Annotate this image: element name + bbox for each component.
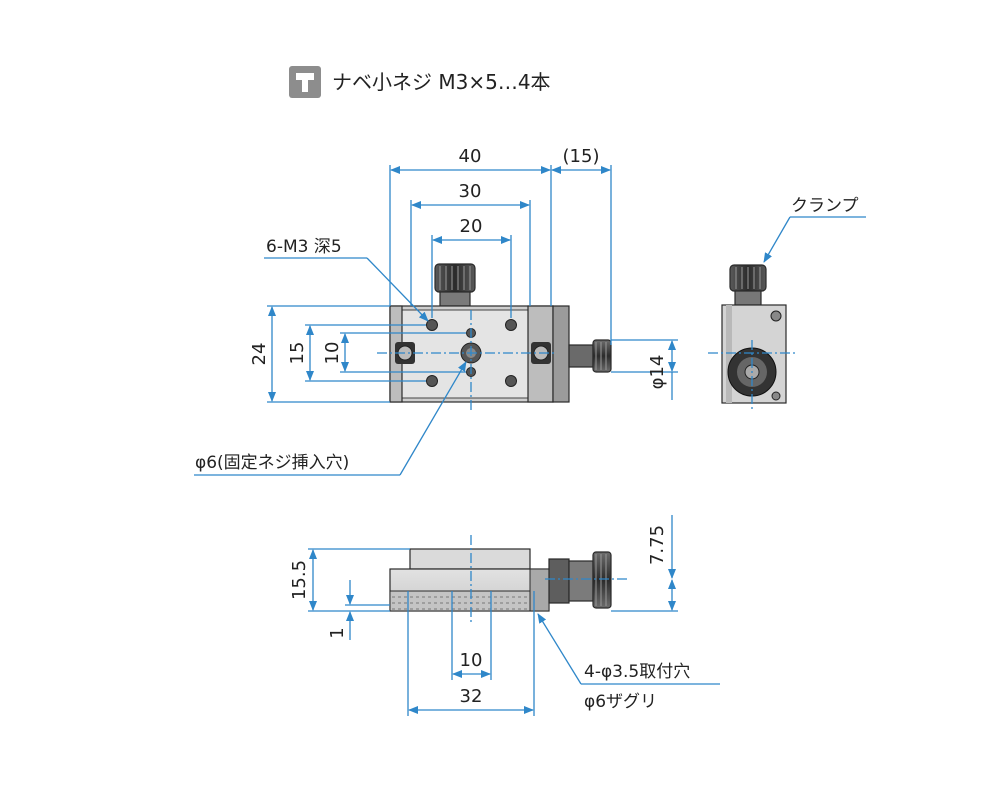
dim-15: 15: [287, 342, 308, 365]
front-knob: [548, 551, 612, 609]
side-view: クランプ: [708, 196, 866, 410]
dim-front-10: 10: [460, 650, 483, 671]
dim-20: 20: [460, 216, 483, 237]
dim-phi14: φ14: [647, 355, 668, 390]
top-view: 40 (15) 30 20 24 15 10 φ14: [194, 146, 678, 476]
dim-15-5: 15.5: [289, 560, 310, 600]
label-counterbore: φ6ザグリ: [584, 692, 657, 712]
dim-30: 30: [459, 181, 482, 202]
dim-40: 40: [459, 146, 482, 167]
label-center-hole: φ6(固定ネジ挿入穴): [195, 453, 349, 473]
header-text: ナベ小ネジ M3×5…4本: [332, 70, 551, 94]
stage-body: [389, 305, 570, 403]
label-mount-holes: 4-φ3.5取付穴: [584, 662, 690, 682]
label-clamp: クランプ: [791, 196, 859, 216]
side-body: [721, 304, 787, 404]
front-body: [389, 548, 550, 612]
clamp-knob-top: [434, 263, 476, 307]
dim-7-75: 7.75: [647, 525, 668, 565]
clamp-knob-side: [729, 264, 767, 306]
dim-15-ref: (15): [563, 146, 600, 167]
front-view: 15.5 1 7.75 10 32 4-φ3.5取付穴 φ6ザグリ: [289, 515, 720, 716]
screw-tool-icon: [289, 66, 321, 98]
dim-24: 24: [249, 343, 270, 366]
side-knob: [568, 339, 612, 373]
dim-10: 10: [322, 342, 343, 365]
dim-front-32: 32: [460, 686, 483, 707]
header: ナベ小ネジ M3×5…4本: [289, 66, 551, 98]
dim-1: 1: [327, 627, 348, 638]
label-tapped-holes: 6-M3 深5: [266, 237, 342, 257]
